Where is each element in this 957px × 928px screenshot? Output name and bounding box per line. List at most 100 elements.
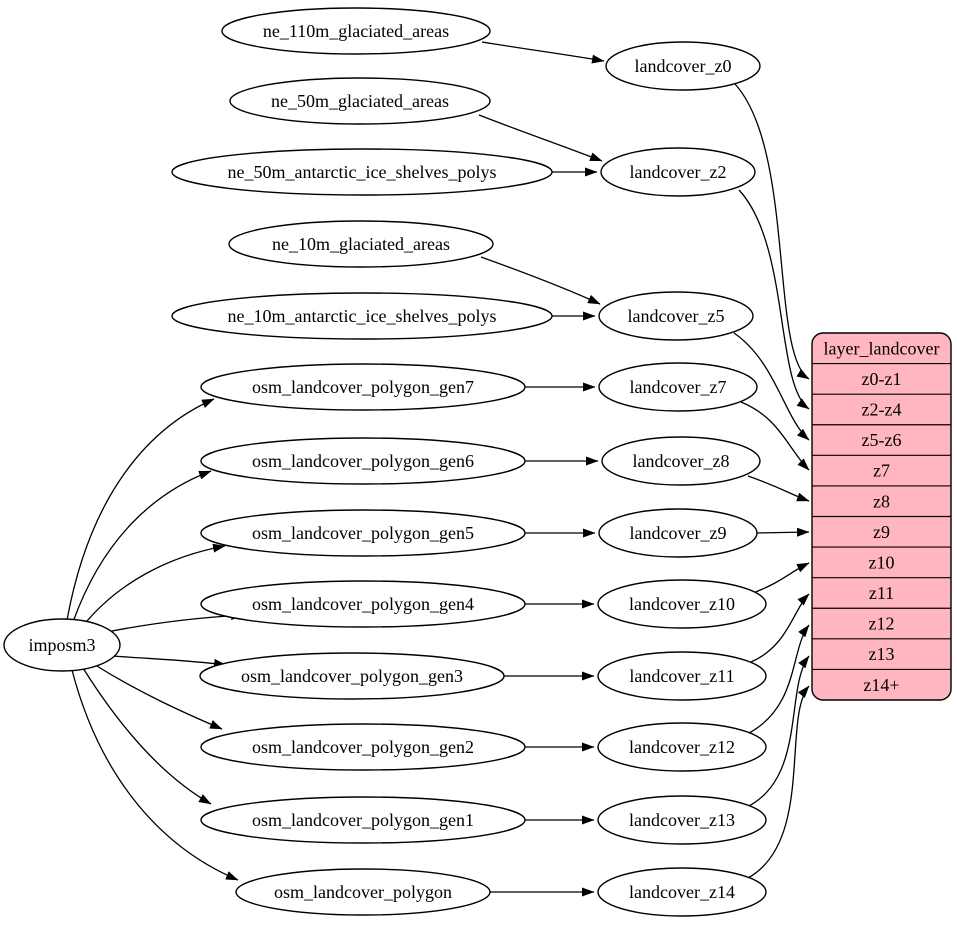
node-ellipse-landcover-z13 xyxy=(597,795,767,845)
node-label-osm-landcover-polygon-gen1: osm_landcover_polygon_gen1 xyxy=(252,810,474,830)
table-layer: layer_landcoverz0-z1z2-z4z5-z6z7z8z9z10z… xyxy=(811,332,952,701)
node-ellipse-ne-50m-antarctic-ice-shelves-polys xyxy=(171,148,553,196)
table-row-z14: z14+ xyxy=(863,675,899,695)
node-ellipse-ne-110m-glaciated-areas xyxy=(221,7,491,55)
edge-landcover-z13-to-layer-landcover-z13 xyxy=(748,655,810,807)
node-ellipse-osm-landcover-polygon-gen3 xyxy=(199,652,505,700)
node-ellipse-landcover-z0 xyxy=(605,41,761,91)
node-label-ne-50m-antarctic-ice-shelves-polys: ne_50m_antarctic_ice_shelves_polys xyxy=(228,162,497,182)
node-ellipse-osm-landcover-polygon-gen2 xyxy=(200,723,526,771)
edge-landcover-z0-to-layer-landcover-z0-z1 xyxy=(734,83,810,380)
node-landcover-z9: landcover_z9 xyxy=(598,508,758,558)
node-label-landcover-z12: landcover_z12 xyxy=(629,737,735,757)
table-row-z10: z10 xyxy=(869,552,895,572)
node-ellipse-imposm3 xyxy=(3,618,121,672)
edge-imposm3-to-osm-landcover-polygon-gen5 xyxy=(81,543,226,628)
edge-landcover-z11-to-layer-landcover-z11 xyxy=(750,593,810,663)
node-label-ne-50m-glaciated-areas: ne_50m_glaciated_areas xyxy=(271,91,449,111)
node-ellipse-osm-landcover-polygon-gen4 xyxy=(200,580,526,628)
edge-landcover-z10-to-layer-landcover-z10 xyxy=(752,562,810,594)
node-label-osm-landcover-polygon-gen3: osm_landcover_polygon_gen3 xyxy=(241,666,463,686)
node-ellipse-landcover-z12 xyxy=(597,722,767,772)
edge-ne-110m-glaciated-areas-to-landcover-z0 xyxy=(481,41,605,64)
edge-imposm3-to-osm-landcover-polygon xyxy=(71,669,239,881)
node-ne-110m-glaciated-areas: ne_110m_glaciated_areas xyxy=(221,7,491,55)
node-ellipse-osm-landcover-polygon xyxy=(235,868,491,916)
node-label-osm-landcover-polygon-gen4: osm_landcover_polygon_gen4 xyxy=(252,594,474,614)
node-label-ne-10m-glaciated-areas: ne_10m_glaciated_areas xyxy=(272,234,450,254)
edge-imposm3-to-osm-landcover-polygon-gen4 xyxy=(96,611,244,635)
node-label-ne-110m-glaciated-areas: ne_110m_glaciated_areas xyxy=(263,21,449,41)
node-ne-10m-glaciated-areas: ne_10m_glaciated_areas xyxy=(228,220,494,268)
edge-landcover-z5-to-layer-landcover-z5-z6 xyxy=(733,332,810,441)
node-landcover-z8: landcover_z8 xyxy=(601,436,761,486)
node-ellipse-landcover-z9 xyxy=(598,508,758,558)
table-row-z5-z6: z5-z6 xyxy=(862,430,902,450)
edge-landcover-z2-to-layer-landcover-z2-z4 xyxy=(738,189,810,410)
edge-imposm3-to-osm-landcover-polygon-gen1 xyxy=(82,667,212,805)
node-label-landcover-z8: landcover_z8 xyxy=(633,451,730,471)
node-ellipse-landcover-z10 xyxy=(597,579,767,629)
table-row-z2-z4: z2-z4 xyxy=(862,400,902,420)
node-landcover-z13: landcover_z13 xyxy=(597,795,767,845)
node-osm-landcover-polygon-gen5: osm_landcover_polygon_gen5 xyxy=(200,509,526,557)
node-ne-10m-antarctic-ice-shelves-polys: ne_10m_antarctic_ice_shelves_polys xyxy=(171,292,553,340)
node-osm-landcover-polygon-gen7: osm_landcover_polygon_gen7 xyxy=(200,363,526,411)
node-osm-landcover-polygon-gen6: osm_landcover_polygon_gen6 xyxy=(200,437,526,485)
edge-imposm3-to-osm-landcover-polygon-gen2 xyxy=(91,662,223,730)
table-title: layer_landcover xyxy=(824,338,940,358)
node-landcover-z7: landcover_z7 xyxy=(598,362,758,412)
node-label-osm-landcover-polygon-gen5: osm_landcover_polygon_gen5 xyxy=(252,523,474,543)
node-label-landcover-z11: landcover_z11 xyxy=(629,666,734,686)
edge-imposm3-to-osm-landcover-polygon-gen6 xyxy=(72,470,212,623)
node-label-osm-landcover-polygon-gen6: osm_landcover_polygon_gen6 xyxy=(252,451,474,471)
node-landcover-z11: landcover_z11 xyxy=(597,651,767,701)
node-osm-landcover-polygon-gen2: osm_landcover_polygon_gen2 xyxy=(200,723,526,771)
table-row-z12: z12 xyxy=(869,614,895,634)
node-ellipse-osm-landcover-polygon-gen1 xyxy=(200,796,526,844)
edge-landcover-z14-to-layer-landcover-z14 xyxy=(747,685,810,879)
table-layer-landcover: layer_landcoverz0-z1z2-z4z5-z6z7z8z9z10z… xyxy=(811,332,952,701)
edge-landcover-z9-to-layer-landcover-z9 xyxy=(756,527,810,537)
node-osm-landcover-polygon-gen4: osm_landcover_polygon_gen4 xyxy=(200,580,526,628)
edge-landcover-z12-to-layer-landcover-z12 xyxy=(748,624,810,734)
node-label-landcover-z7: landcover_z7 xyxy=(630,377,727,397)
node-ne-50m-antarctic-ice-shelves-polys: ne_50m_antarctic_ice_shelves_polys xyxy=(171,148,553,196)
table-row-z7: z7 xyxy=(873,461,890,481)
node-osm-landcover-polygon-gen1: osm_landcover_polygon_gen1 xyxy=(200,796,526,844)
edge-landcover-z7-to-layer-landcover-z7 xyxy=(740,401,810,471)
node-ellipse-osm-landcover-polygon-gen5 xyxy=(200,509,526,557)
node-ellipse-landcover-z2 xyxy=(600,147,756,197)
node-ellipse-landcover-z7 xyxy=(598,362,758,412)
node-label-landcover-z13: landcover_z13 xyxy=(629,810,735,830)
edge-imposm3-to-osm-landcover-polygon-gen3 xyxy=(98,654,227,668)
node-label-imposm3: imposm3 xyxy=(28,635,95,655)
table-row-z0-z1: z0-z1 xyxy=(862,369,902,389)
node-label-landcover-z14: landcover_z14 xyxy=(629,882,735,902)
edge-ne-10m-glaciated-areas-to-landcover-z5 xyxy=(480,256,601,305)
edge-imposm3-to-osm-landcover-polygon-gen7 xyxy=(66,398,215,621)
node-osm-landcover-polygon-gen3: osm_landcover_polygon_gen3 xyxy=(199,652,505,700)
edge-landcover-z8-to-layer-landcover-z8 xyxy=(747,475,810,502)
node-ellipse-osm-landcover-polygon-gen7 xyxy=(200,363,526,411)
node-label-osm-landcover-polygon-gen7: osm_landcover_polygon_gen7 xyxy=(252,377,474,397)
node-ellipse-ne-10m-glaciated-areas xyxy=(228,220,494,268)
node-label-osm-landcover-polygon: osm_landcover_polygon xyxy=(274,882,452,902)
table-row-z11: z11 xyxy=(869,583,894,603)
node-label-landcover-z5: landcover_z5 xyxy=(628,306,725,326)
node-ellipse-ne-10m-antarctic-ice-shelves-polys xyxy=(171,292,553,340)
node-label-ne-10m-antarctic-ice-shelves-polys: ne_10m_antarctic_ice_shelves_polys xyxy=(228,306,497,326)
node-ellipse-landcover-z14 xyxy=(597,867,767,917)
node-landcover-z0: landcover_z0 xyxy=(605,41,761,91)
edges-layer xyxy=(66,41,810,897)
node-ellipse-landcover-z5 xyxy=(598,291,754,341)
table-row-z8: z8 xyxy=(873,491,890,511)
node-label-osm-landcover-polygon-gen2: osm_landcover_polygon_gen2 xyxy=(252,737,474,757)
node-ellipse-osm-landcover-polygon-gen6 xyxy=(200,437,526,485)
node-landcover-z2: landcover_z2 xyxy=(600,147,756,197)
node-ellipse-landcover-z11 xyxy=(597,651,767,701)
node-label-landcover-z0: landcover_z0 xyxy=(635,56,732,76)
nodes-layer: imposm3 ne_110m_glaciated_areas ne_50m_gla… xyxy=(3,7,767,917)
node-ellipse-landcover-z8 xyxy=(601,436,761,486)
node-landcover-z10: landcover_z10 xyxy=(597,579,767,629)
